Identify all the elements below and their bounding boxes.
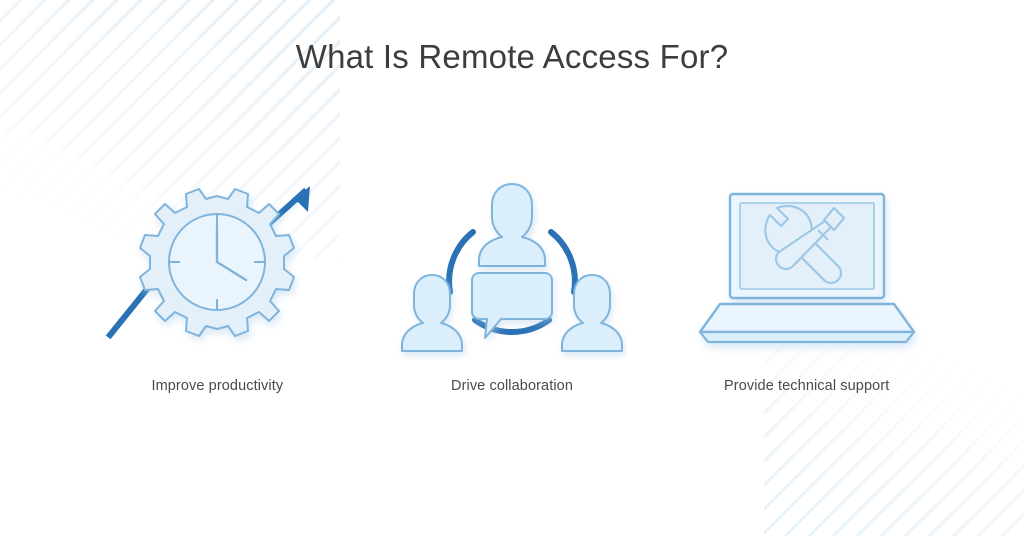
benefit-label: Provide technical support bbox=[724, 378, 890, 394]
clock-face-icon bbox=[168, 213, 267, 311]
laptop-wrench-screwdriver-icon bbox=[698, 192, 915, 344]
person-bottom-left-icon bbox=[401, 274, 463, 352]
icon-container bbox=[397, 180, 627, 360]
icon-container bbox=[692, 180, 922, 360]
person-top-icon bbox=[478, 183, 546, 267]
benefit-item-improve-productivity[interactable]: Improve productivity bbox=[70, 180, 365, 394]
benefit-item-drive-collaboration[interactable]: Drive collaboration bbox=[365, 180, 660, 394]
icon-container bbox=[102, 180, 332, 360]
screwdriver-icon bbox=[774, 206, 845, 271]
benefits-list: Improve productivity bbox=[70, 180, 954, 394]
page-title: What Is Remote Access For? bbox=[295, 38, 729, 75]
people-collaboration-speech-bubble-icon bbox=[401, 183, 623, 352]
benefit-item-provide-technical-support[interactable]: Provide technical support bbox=[659, 180, 954, 394]
benefit-label: Improve productivity bbox=[151, 378, 284, 394]
gear-clock-growth-arrow-icon bbox=[106, 186, 311, 340]
benefit-label: Drive collaboration bbox=[451, 378, 573, 394]
person-bottom-right-icon bbox=[561, 274, 623, 352]
speech-bubble-icon bbox=[471, 272, 553, 339]
